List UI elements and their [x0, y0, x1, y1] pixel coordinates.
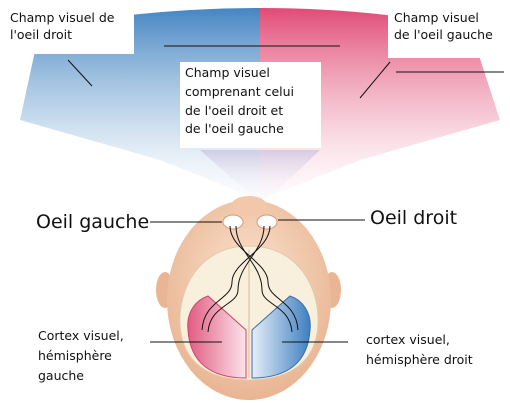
label-line: comprenant celui: [185, 83, 294, 99]
label-line: Champ visuel: [185, 65, 270, 80]
left-eye-field-blue: [20, 8, 260, 200]
label-left-cortex: Cortex visuel, hémisphère gauche: [38, 326, 124, 386]
label-line: gauche: [38, 368, 85, 383]
optic-path-blue: [201, 225, 271, 331]
optic-path-pink: [229, 225, 299, 331]
right-hemisphere-cortex: [251, 295, 311, 379]
label-line: de l'oeil gauche: [394, 26, 493, 42]
label-right-cortex: cortex visuel, hémisphère droit: [366, 330, 473, 370]
label-line: Champ visuel: [394, 10, 479, 25]
label-right-eye: Oeil droit: [370, 207, 458, 229]
left-eye: [222, 214, 244, 230]
convergence-cone: [200, 150, 320, 205]
label-right-eye-field: Champ visuel de l'oeil gauche: [388, 10, 510, 58]
label-both-eyes-field: Champ visuel comprenant celui de l'oeil …: [180, 62, 321, 148]
label-line: Champ visuel de: [10, 10, 115, 25]
left-hemisphere-cortex: [187, 295, 247, 379]
leader-right-field: [359, 61, 391, 99]
label-line: hémisphère: [38, 348, 112, 363]
label-line: l'oeil droit: [10, 26, 72, 42]
label-line: Cortex visuel,: [38, 328, 124, 343]
leader-left-field: [67, 59, 93, 87]
label-line: de l'oeil droit et: [185, 102, 284, 118]
label-line: de l'oeil gauche: [185, 121, 284, 137]
label-line: cortex visuel,: [366, 332, 450, 347]
label-left-eye: Oeil gauche: [36, 211, 150, 233]
right-eye: [256, 214, 278, 230]
label-left-eye-field: Champ visuel de l'oeil droit: [6, 10, 134, 54]
label-line: hémisphère droit: [366, 352, 473, 367]
